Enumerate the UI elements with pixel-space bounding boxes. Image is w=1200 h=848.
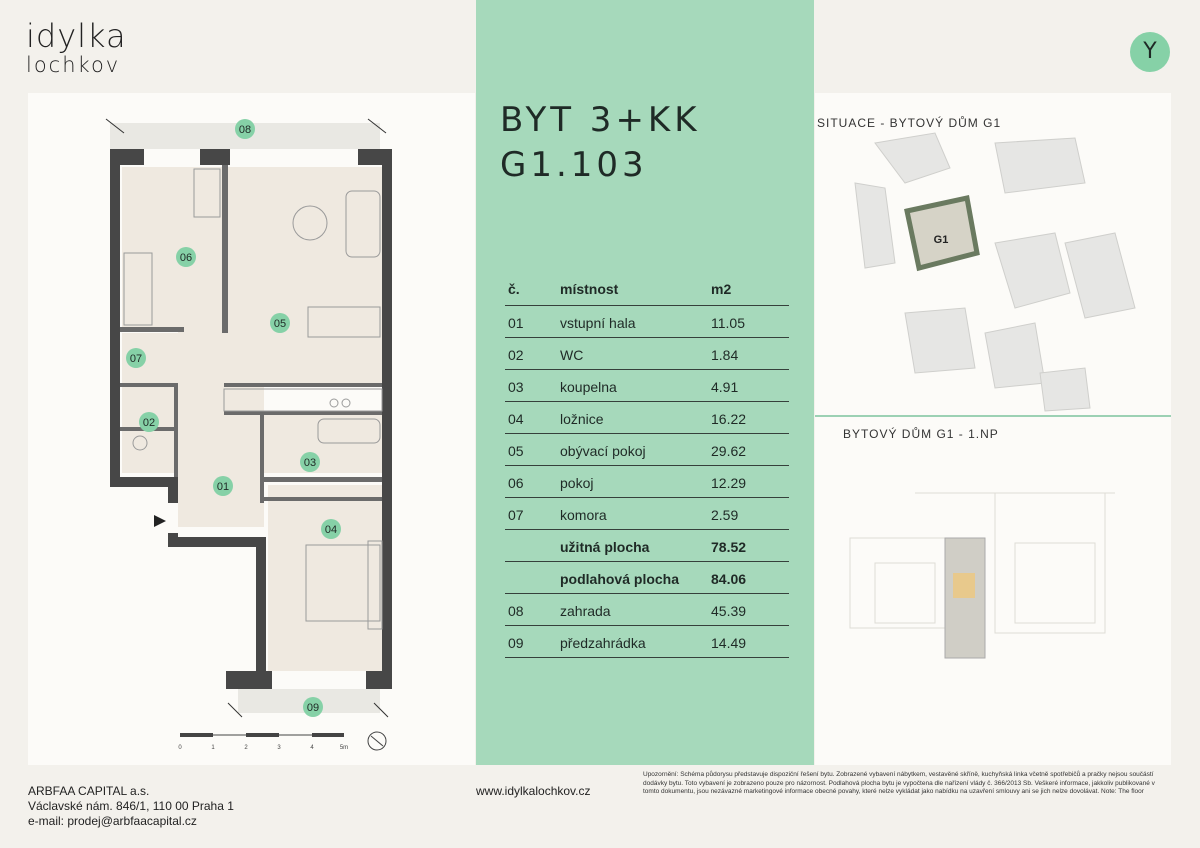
floor-locator-map	[849, 492, 1115, 659]
table-row-total: podlahová plocha 84.06	[505, 562, 789, 594]
floor-plan-drawing: 08 06 05 07 02 03 01 04 09 0 1 2 3 4 5m	[105, 118, 392, 751]
brand-name: idylka	[26, 17, 127, 55]
row-num: 06	[508, 475, 524, 491]
scale-label: 2	[244, 745, 248, 751]
row-num: 08	[508, 603, 524, 619]
row-num: 07	[508, 507, 524, 523]
building-g1-highlight	[904, 195, 980, 272]
website-link[interactable]: www.idylkalochkov.cz	[476, 784, 591, 798]
row-num: 05	[508, 443, 524, 459]
header-area: m2	[711, 281, 732, 297]
brand-logo: idylka lochkov	[26, 20, 127, 78]
row-area: 45.39	[711, 603, 747, 619]
floor-plan-panel: 08 06 05 07 02 03 01 04 09 0 1 2 3 4 5m	[28, 93, 475, 765]
unit-highlight	[953, 573, 975, 598]
floor-label: BYTOVÝ DŮM G1 - 1.NP	[843, 427, 999, 441]
row-area: 12.29	[711, 475, 747, 491]
row-room: vstupní hala	[560, 315, 636, 331]
company-name: ARBFAA CAPITAL a.s.	[28, 784, 150, 798]
company-info: ARBFAA CAPITAL a.s. Václavské nám. 846/1…	[28, 784, 234, 829]
room-table: č. místnost m2 01 vstupní hala 11.05 02 …	[505, 272, 789, 658]
room-label-03: 03	[304, 457, 316, 469]
row-num: 01	[508, 315, 524, 331]
row-num: 04	[508, 411, 524, 427]
panel-divider	[815, 415, 1171, 417]
row-room: zahrada	[560, 603, 611, 619]
room-label-07: 07	[130, 353, 142, 365]
row-area: 78.52	[711, 539, 747, 555]
disclaimer-note: Upozornění: Schéma půdorysu představuje …	[643, 771, 1155, 795]
badge-letter: Y	[1143, 39, 1157, 64]
situation-map: G1	[854, 132, 1136, 412]
room-label-09: 09	[307, 702, 319, 714]
scale-label: 5m	[340, 745, 348, 751]
room-label-02: 02	[143, 417, 155, 429]
row-num: 09	[508, 635, 524, 651]
table-row: 04 ložnice 16.22	[505, 402, 789, 434]
brand-location: lochkov	[26, 53, 121, 77]
room-markers	[126, 119, 341, 717]
row-room: předzahrádka	[560, 635, 646, 651]
row-room: koupelna	[560, 379, 617, 395]
scale-label: 4	[310, 745, 314, 751]
building-g1-label: G1	[934, 234, 949, 246]
scale-label: 1	[211, 745, 215, 751]
table-row: 02 WC 1.84	[505, 338, 789, 370]
row-room: komora	[560, 507, 607, 523]
situation-label: SITUACE - BYTOVÝ DŮM G1	[817, 116, 1002, 130]
scale-label: 0	[178, 745, 182, 751]
row-room: pokoj	[560, 475, 594, 491]
row-area: 1.84	[711, 347, 739, 363]
entrance-arrow-icon	[154, 515, 166, 527]
row-area: 2.59	[711, 507, 739, 523]
company-email[interactable]: e-mail: prodej@arbfaacapital.cz	[28, 814, 197, 828]
header-num: č.	[508, 281, 520, 297]
room-label-04: 04	[325, 524, 337, 536]
row-room: ložnice	[560, 411, 604, 427]
scale-label: 3	[277, 745, 281, 751]
table-row: 01 vstupní hala 11.05	[505, 306, 789, 338]
north-arrow-icon	[367, 731, 387, 751]
table-row: 07 komora 2.59	[505, 498, 789, 530]
row-area: 29.62	[711, 443, 747, 459]
table-row: 05 obývací pokoj 29.62	[505, 434, 789, 466]
unit-code-title: G1.103	[500, 145, 648, 185]
table-row: 03 koupelna 4.91	[505, 370, 789, 402]
row-room: WC	[560, 347, 584, 363]
row-area: 11.05	[711, 315, 745, 331]
room-label-05: 05	[274, 318, 286, 330]
unit-type-title: BYT 3+KK	[500, 100, 701, 140]
table-row: 09 předzahrádka 14.49	[505, 626, 789, 658]
header-room: místnost	[560, 281, 619, 297]
row-num: 02	[508, 347, 524, 363]
row-area: 16.22	[711, 411, 747, 427]
location-panel: SITUACE - BYTOVÝ DŮM G1 G1 BYTOVÝ DŮM G1…	[815, 93, 1171, 765]
room-label-01: 01	[217, 481, 229, 493]
table-row-total: užitná plocha 78.52	[505, 530, 789, 562]
row-room: podlahová plocha	[560, 571, 680, 587]
table-header: č. místnost m2	[505, 272, 789, 306]
row-area: 84.06	[711, 571, 747, 587]
room-label-08: 08	[239, 124, 251, 136]
row-area: 14.49	[711, 635, 747, 651]
table-row: 06 pokoj 12.29	[505, 466, 789, 498]
room-label-06: 06	[180, 252, 192, 264]
table-row: 08 zahrada 45.39	[505, 594, 789, 626]
row-num: 03	[508, 379, 524, 395]
row-room: obývací pokoj	[560, 443, 646, 459]
company-address: Václavské nám. 846/1, 110 00 Praha 1	[28, 799, 234, 813]
project-badge: Y	[1130, 32, 1170, 72]
row-room: užitná plocha	[560, 539, 650, 555]
row-area: 4.91	[711, 379, 739, 395]
unit-info-column: BYT 3+KK G1.103 č. místnost m2 01 vstupn…	[476, 0, 814, 765]
